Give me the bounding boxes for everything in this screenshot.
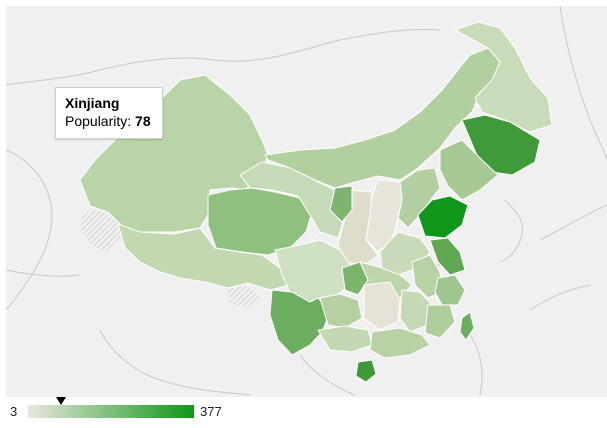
region-heilongjiang[interactable] — [453, 21, 553, 133]
region-zhejiang[interactable] — [434, 274, 466, 306]
region-taiwan[interactable] — [459, 311, 475, 341]
tooltip-value: 78 — [135, 113, 151, 129]
region-fujian[interactable] — [424, 304, 456, 339]
legend-max-label: 377 — [200, 404, 222, 419]
tooltip-region-name: Xinjiang — [65, 95, 120, 111]
region-shandong[interactable] — [417, 195, 469, 239]
region-guangdong[interactable] — [369, 327, 431, 359]
region-ningxia[interactable] — [329, 185, 353, 223]
region-liaoning[interactable] — [439, 139, 499, 201]
china-geochart[interactable] — [6, 6, 607, 397]
color-legend: 3 377 — [0, 396, 607, 428]
legend-value-marker-icon — [56, 397, 67, 405]
disputed-area-west — [80, 210, 122, 252]
legend-min-label: 3 — [10, 404, 18, 419]
region-jiangsu[interactable] — [429, 237, 466, 276]
tooltip-value-label: Popularity: — [65, 113, 132, 129]
region-tibet[interactable] — [117, 223, 291, 291]
disputed-area-south — [225, 285, 262, 308]
provinces — [79, 21, 553, 383]
region-hainan[interactable] — [355, 359, 377, 383]
tooltip-value-line: Popularity: 78 — [65, 112, 162, 131]
region-guizhou[interactable] — [319, 293, 363, 329]
region-hunan[interactable] — [363, 281, 401, 331]
region-tooltip: Xinjiang Popularity: 78 — [55, 87, 163, 139]
legend-gradient-bar — [28, 405, 194, 418]
region-chongqing[interactable] — [341, 261, 369, 296]
map-area[interactable] — [6, 6, 607, 397]
